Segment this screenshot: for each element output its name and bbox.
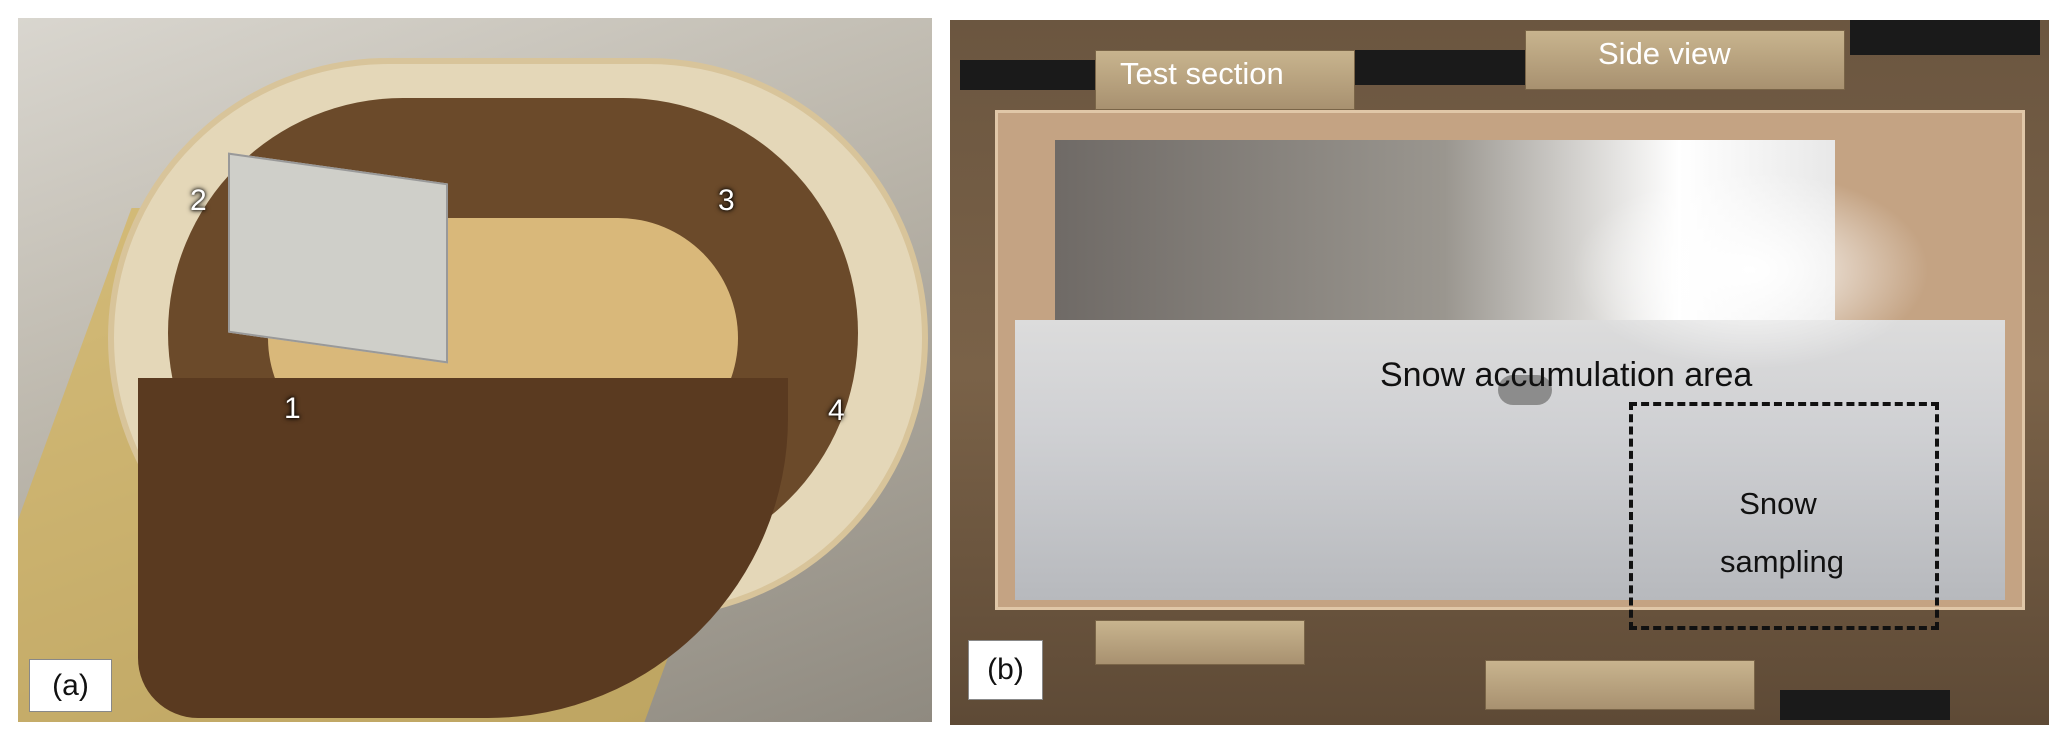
marker-4: 4 — [828, 394, 845, 427]
control-box — [228, 152, 448, 364]
strap — [1850, 20, 2040, 55]
glare — [1570, 170, 1930, 370]
test-section-plank — [1095, 50, 1355, 110]
side-view-plank — [1525, 30, 1845, 90]
strap — [960, 60, 1110, 90]
side-view-label: Side view — [1598, 36, 1731, 71]
bottom-plank — [1095, 620, 1305, 665]
outer-wall — [138, 378, 788, 718]
snow-sampling-box — [1629, 402, 1939, 630]
snow-sampling-label-line2: sampling — [1719, 544, 1845, 579]
snow-layer — [1015, 320, 2005, 600]
sensor-port — [1498, 375, 1552, 405]
test-section-label: Test section — [1120, 56, 1284, 91]
marker-3: 3 — [718, 184, 735, 217]
photo-panel-b: Test section Side view Snow accumulation… — [950, 20, 2049, 725]
marker-1: 1 — [284, 392, 301, 425]
snow-sampling-label-line1: Snow — [1739, 486, 1817, 521]
strap — [1780, 690, 1950, 720]
snow-accumulation-label: Snow accumulation area — [1380, 356, 1753, 394]
bottom-plank — [1485, 660, 1755, 710]
panel-a-tag: (a) — [29, 659, 112, 712]
marker-2: 2 — [190, 184, 207, 217]
photo-panel-a: 2 3 1 4 (a) — [18, 18, 932, 722]
panel-b-tag: (b) — [968, 640, 1043, 700]
strap — [1355, 50, 1525, 85]
